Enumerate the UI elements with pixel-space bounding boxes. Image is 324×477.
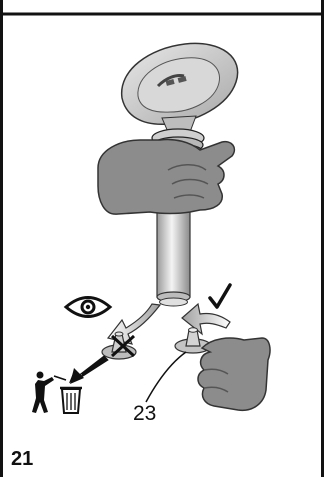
to-bin-arrow xyxy=(70,356,108,384)
appliance-head xyxy=(122,43,238,132)
lower-hand xyxy=(198,338,270,410)
checkmark-icon xyxy=(210,285,230,307)
figure-number: 21 xyxy=(11,448,33,471)
callout-number: 23 xyxy=(133,402,156,426)
callout-leader xyxy=(146,352,186,402)
eye-icon xyxy=(66,298,110,317)
upper-hand xyxy=(98,139,234,214)
